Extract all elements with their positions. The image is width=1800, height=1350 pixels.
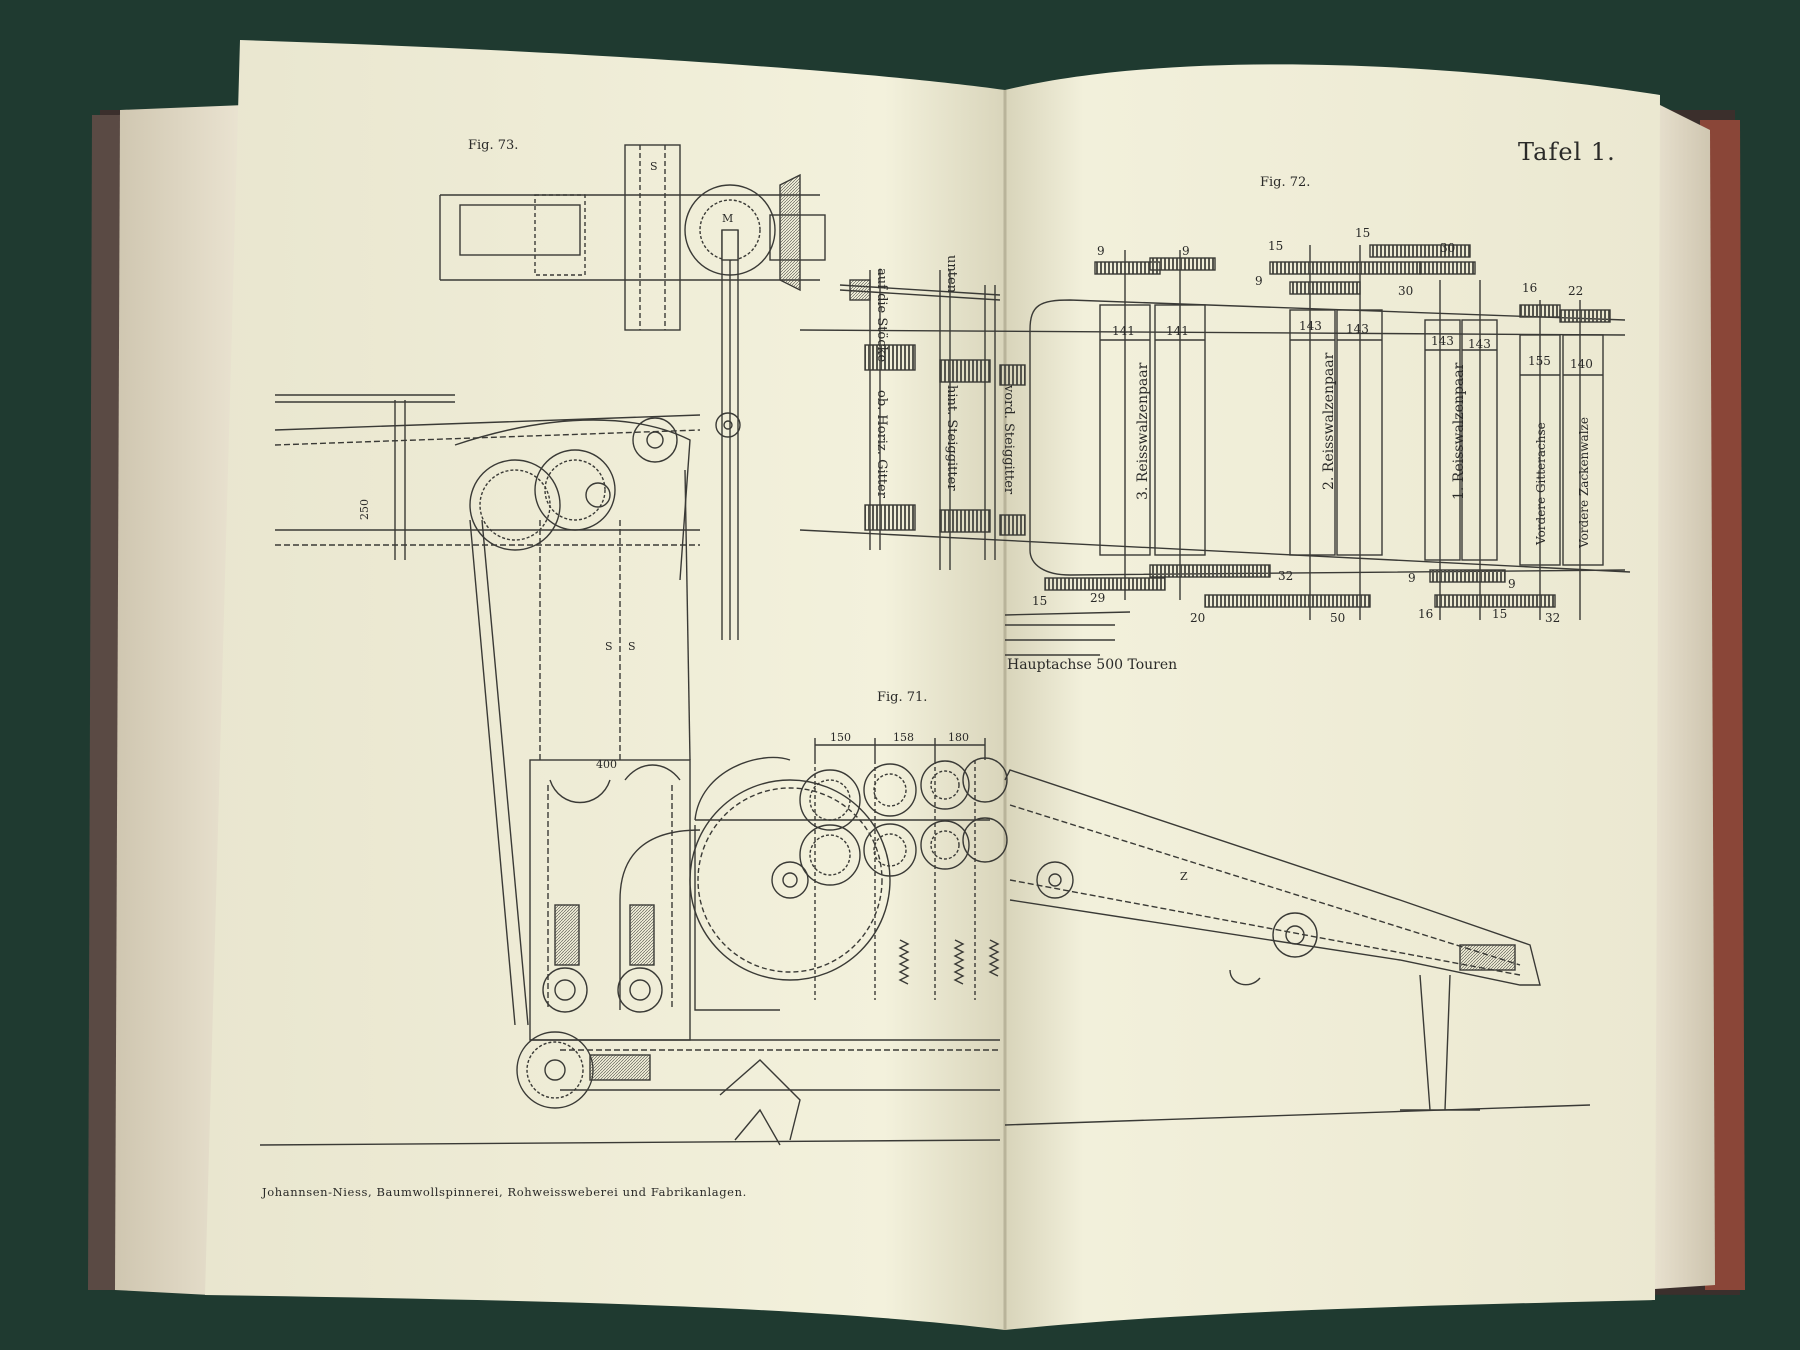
roll-size-labels: 141 141 143 143 143 143 155 140 bbox=[1112, 319, 1593, 371]
letter-label: S bbox=[605, 640, 613, 653]
hauptachse-label: Hauptachse 500 Touren bbox=[1007, 657, 1178, 673]
gear-number: 9 bbox=[1097, 244, 1105, 258]
roll-size: 143 bbox=[1468, 337, 1491, 351]
dimension-label: 250 bbox=[358, 499, 371, 520]
gear-number: 29 bbox=[1090, 591, 1105, 605]
side-label-horiz: ob. Horiz. Gitter bbox=[874, 390, 889, 499]
roll-size: 143 bbox=[1346, 322, 1369, 336]
roll-size: 140 bbox=[1570, 357, 1593, 371]
dimension-label: 150 bbox=[830, 731, 851, 744]
letter-label: M bbox=[722, 212, 733, 225]
fig72-caption: Fig. 72. bbox=[1260, 175, 1311, 190]
page-stack-left bbox=[115, 105, 245, 1295]
dimension-label: 180 bbox=[948, 731, 969, 744]
roll-label-zackenwalze: Vordere Zackenwalze bbox=[1577, 417, 1591, 549]
side-label-hint: hint. Steiggitter bbox=[944, 385, 959, 491]
gear-number: 9 bbox=[1508, 577, 1516, 591]
fig71-drawing bbox=[259, 394, 1008, 1146]
roll-size: 155 bbox=[1528, 354, 1551, 368]
gear-number: 32 bbox=[1278, 569, 1293, 583]
fig72-drawing bbox=[799, 244, 1631, 656]
gear-number: 32 bbox=[1545, 611, 1560, 625]
side-label-vord: vord. Steiggitter bbox=[1001, 384, 1016, 495]
fig71-dimensions: 150 158 180 400 250 S M S S Z bbox=[358, 160, 1188, 883]
dimension-label: 158 bbox=[893, 731, 914, 744]
gear-number: 15 bbox=[1355, 226, 1370, 240]
roll-labels: 3. Reisswalzenpaar 2. Reisswalzenpaar 1.… bbox=[1135, 352, 1591, 549]
letter-label: Z bbox=[1180, 870, 1188, 883]
dimension-label: 400 bbox=[596, 758, 617, 771]
gear-number: 9 bbox=[1408, 571, 1416, 585]
letter-label: S bbox=[650, 160, 658, 173]
side-labels: auf die Stöcke unten ob. Horiz. Gitter h… bbox=[874, 255, 1016, 499]
roll-size: 141 bbox=[1112, 324, 1135, 338]
cover-edge-left bbox=[88, 115, 125, 1290]
plate-number: Tafel 1. bbox=[1518, 138, 1616, 166]
roll-label-gitterachse: Vordere Gitterachse bbox=[1534, 422, 1548, 546]
right-page bbox=[1005, 64, 1660, 1330]
gear-number: 30 bbox=[1398, 284, 1413, 298]
fig71-caption: Fig. 71. bbox=[877, 690, 928, 705]
roll-size: 141 bbox=[1166, 324, 1189, 338]
fig71-discharge-arm bbox=[1004, 769, 1591, 1126]
gear-number: 30 bbox=[1440, 241, 1455, 255]
left-page bbox=[205, 40, 1005, 1330]
engineering-drawing bbox=[259, 144, 1631, 1146]
gear-number: 15 bbox=[1032, 594, 1047, 608]
gear-numbers: 9 9 15 15 30 9 30 16 22 15 29 32 20 50 9… bbox=[1032, 226, 1583, 625]
gear-number: 16 bbox=[1522, 281, 1537, 295]
roll-size: 143 bbox=[1299, 319, 1322, 333]
side-label-stoecke: auf die Stöcke bbox=[874, 268, 889, 362]
gear-number: 15 bbox=[1268, 239, 1283, 253]
roll-label-3: 3. Reisswalzenpaar bbox=[1135, 362, 1151, 500]
gear-number: 22 bbox=[1568, 284, 1583, 298]
fig73-drawing bbox=[439, 144, 826, 640]
gear-number: 15 bbox=[1492, 607, 1507, 621]
page-stack-right bbox=[1640, 100, 1715, 1290]
roll-label-2: 2. Reisswalzenpaar bbox=[1321, 352, 1337, 490]
fig73-caption: Fig. 73. bbox=[468, 138, 519, 153]
gear-number: 9 bbox=[1255, 274, 1263, 288]
gear-number: 50 bbox=[1330, 611, 1345, 625]
gear-number: 9 bbox=[1182, 244, 1190, 258]
roll-label-1: 1. Reisswalzenpaar bbox=[1451, 362, 1467, 500]
page-footer: Johannsen-Niess, Baumwollspinnerei, Rohw… bbox=[262, 1185, 747, 1199]
gear-number: 16 bbox=[1418, 607, 1433, 621]
gear-number: 20 bbox=[1190, 611, 1205, 625]
roll-size: 143 bbox=[1431, 334, 1454, 348]
letter-label: S bbox=[628, 640, 636, 653]
side-label-unten: unten bbox=[944, 255, 959, 294]
